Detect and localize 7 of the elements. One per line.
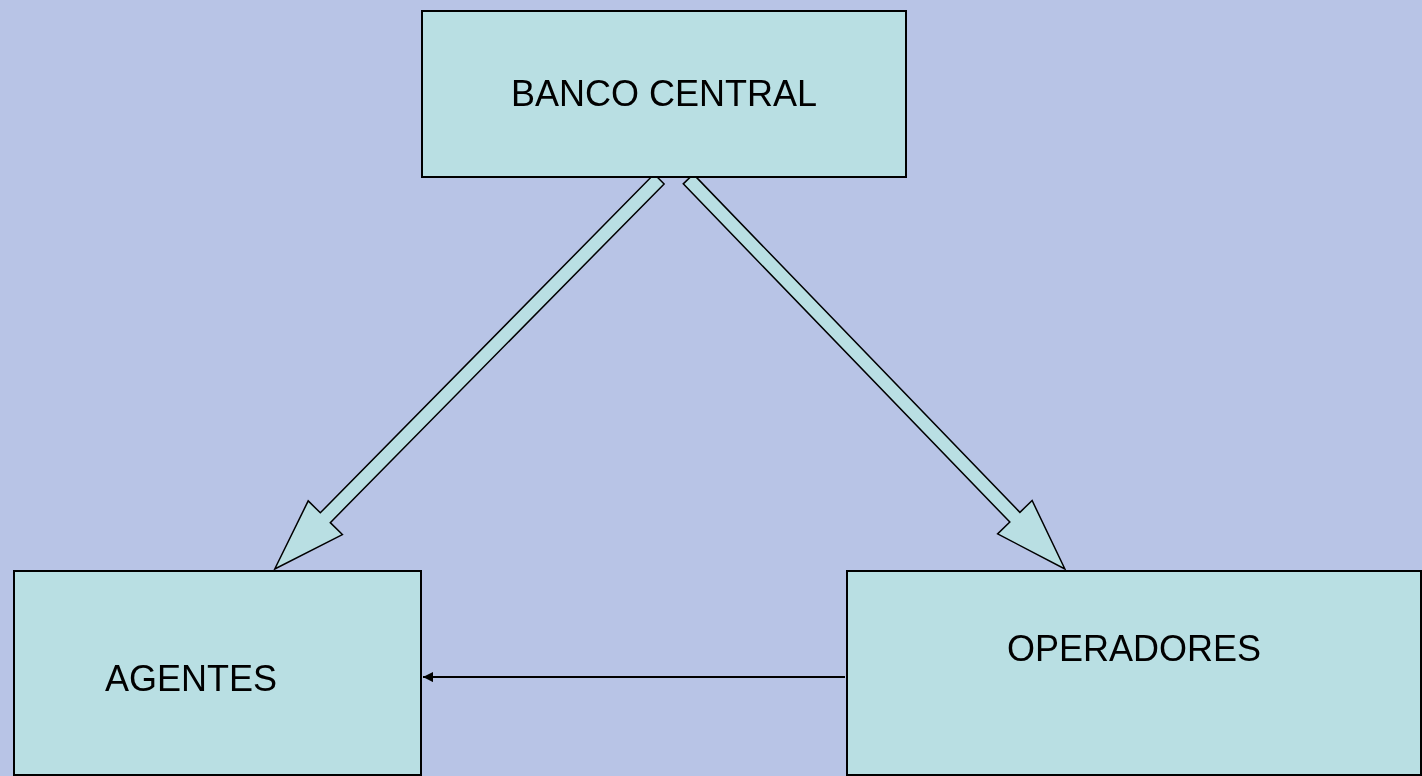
box-label: OPERADORES: [1006, 628, 1262, 670]
arrow: [422, 672, 846, 683]
box-label: AGENTES: [105, 658, 278, 700]
box-label: BANCO CENTRAL: [510, 73, 818, 115]
process-box: [846, 570, 1422, 776]
process-box: [13, 570, 422, 776]
process-box: [421, 10, 907, 178]
